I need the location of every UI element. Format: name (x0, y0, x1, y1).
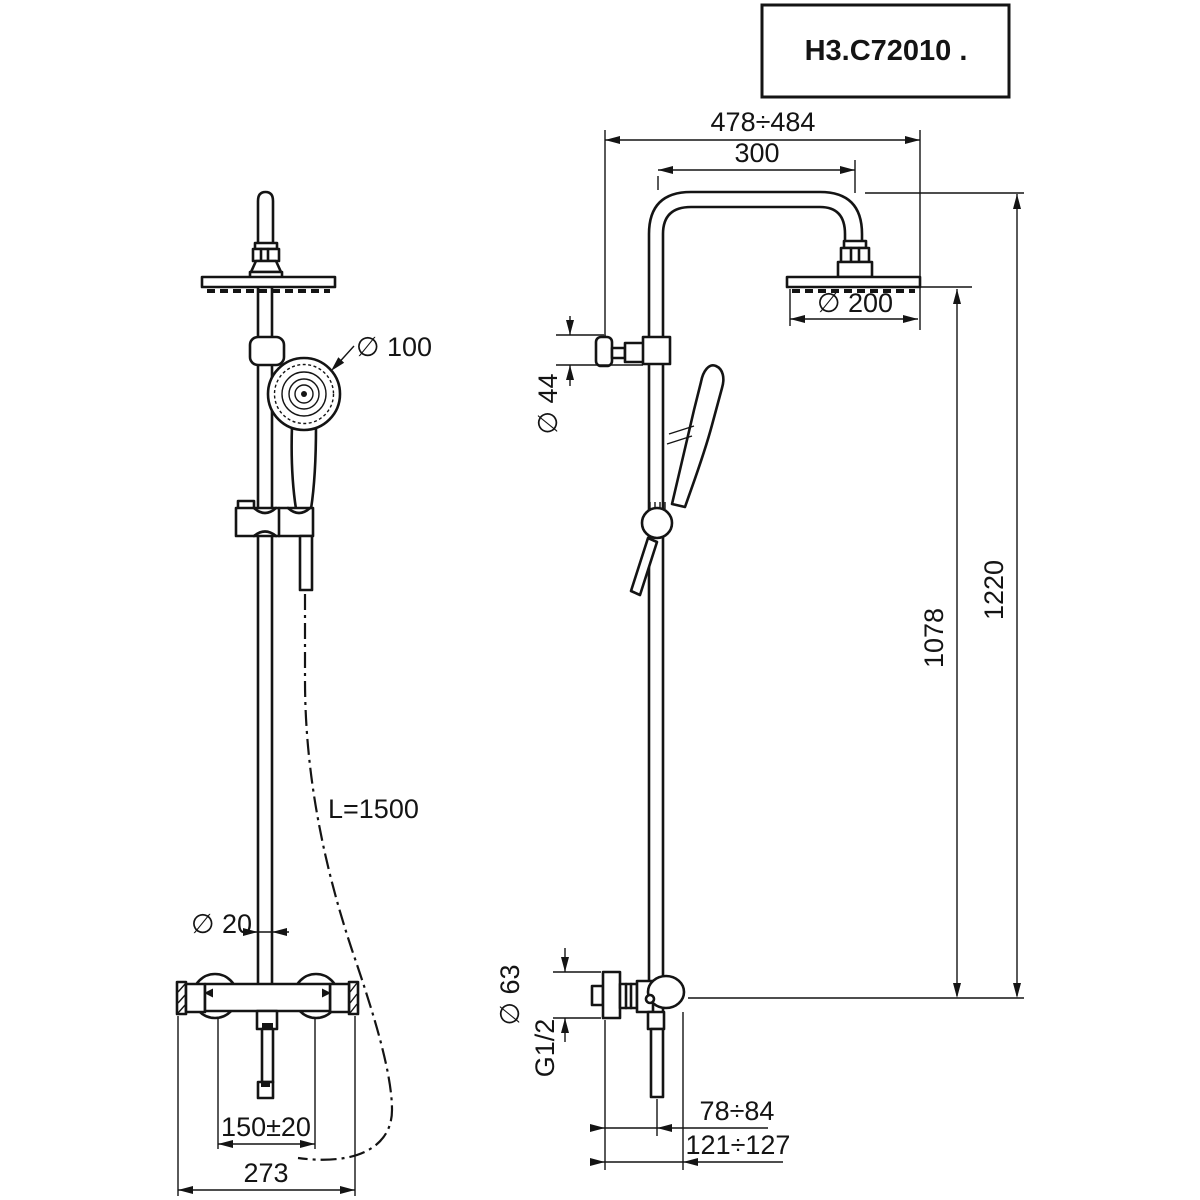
hose-curve (297, 594, 394, 1161)
slider-bracket-front (234, 499, 315, 592)
side-dimensions: 478÷484 300 ∅ 200 ∅ 44 1 (495, 107, 1024, 1170)
valve-left-marker (204, 988, 213, 998)
hand-shower-side (629, 364, 725, 597)
hand-shower-handle-front (290, 424, 318, 511)
dim-arm-reach: 300 (734, 138, 779, 168)
riser-and-arm-side (647, 190, 864, 1014)
thermostat-valve-front (175, 972, 360, 1100)
valve-right-marker (322, 988, 331, 998)
holder-ball-side (640, 506, 674, 540)
title-block: H3.C72010 . (760, 3, 1011, 99)
shower-head-plate-front (200, 275, 337, 293)
dim-total-height: 1220 (979, 560, 1009, 620)
dim-head-diameter: ∅ 200 (817, 288, 893, 318)
valve-handle-side (646, 974, 686, 1010)
wall-bracket-left (175, 980, 207, 1016)
front-view: ∅ 20 ∅ 100 L=1500 150±20 273 (175, 190, 432, 1196)
inlet-stub-side (590, 984, 605, 1007)
dim-inlet-spacing: 150±20 (221, 1112, 311, 1142)
side-view: 478÷484 300 ∅ 200 ∅ 44 1 (495, 107, 1024, 1170)
front-dimensions: ∅ 20 ∅ 100 L=1500 150±20 273 (177, 332, 432, 1196)
hose-connector-side (649, 1027, 665, 1099)
outlet-fitting-side (646, 1010, 666, 1031)
head-connector-side (836, 239, 874, 279)
dim-height-to-head: 1078 (919, 608, 949, 668)
valve-body-front (203, 982, 332, 1013)
dim-riser-diameter: ∅ 20 (191, 909, 252, 939)
valve-outlet-front (255, 1009, 279, 1100)
wall-bracket-right (328, 980, 360, 1016)
dim-handshower-diameter: ∅ 100 (356, 332, 432, 362)
handle-end-front (298, 534, 314, 592)
wall-flange-side (601, 970, 622, 1020)
dim-outlet-thread: G1/2 (530, 1019, 560, 1078)
dim-top-width-range: 478÷484 (711, 107, 816, 137)
dim-valve-width: 273 (243, 1158, 288, 1188)
thermostat-valve-side (590, 970, 686, 1099)
dim-wall-to-riser-range: 78÷84 (700, 1096, 775, 1126)
arm-end-front (248, 190, 284, 280)
dim-flange-diameter: ∅ 63 (495, 964, 525, 1025)
drawing-code: H3.C72010 . (805, 35, 968, 67)
dim-wall-to-handle-range: 121÷127 (686, 1130, 791, 1160)
dim-hose-length: L=1500 (328, 794, 419, 824)
dim-diverter-diameter: ∅ 44 (533, 373, 563, 434)
diverter-knob-side (594, 335, 672, 368)
hand-shower-front (266, 356, 342, 511)
diverter-knob-front (248, 335, 286, 367)
holder-lever-side (629, 536, 659, 597)
